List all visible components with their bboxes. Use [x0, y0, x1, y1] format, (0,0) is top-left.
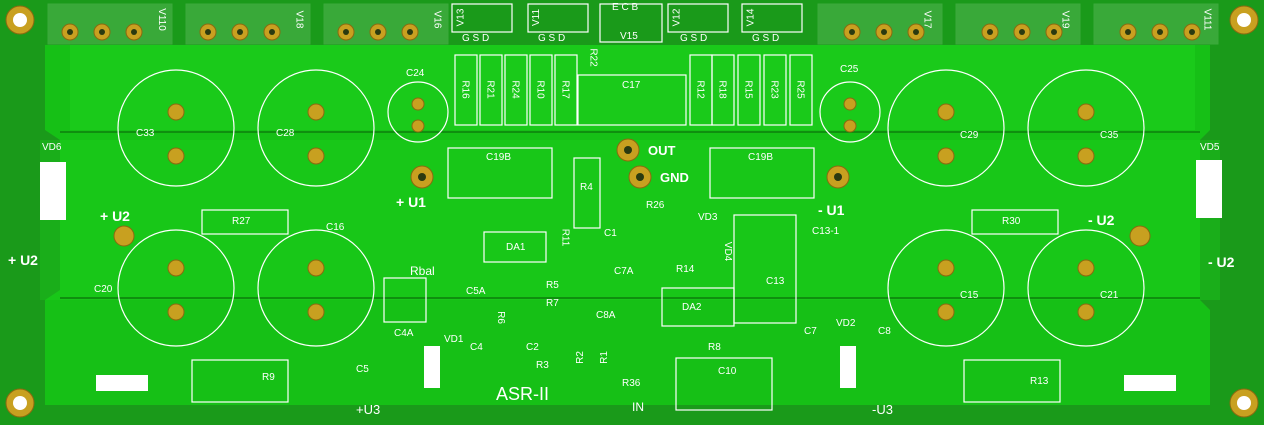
small-transistor-v11-pins: G S D [538, 33, 566, 44]
cap-c8: C8 [878, 326, 891, 337]
resistor-r21: R21 [484, 80, 496, 99]
resistor-r23: R23 [768, 80, 780, 99]
cap-c5: C5 [356, 364, 369, 375]
cap-c7a: C7A [614, 266, 634, 277]
part-da2: DA2 [682, 302, 702, 313]
mid-components [40, 147, 1222, 411]
label-minus-u2-edge: - U2 [1208, 254, 1235, 270]
label-minus-u1: - U1 [818, 202, 845, 218]
cap-c7: C7 [804, 326, 817, 337]
part-vd1: VD1 [444, 334, 464, 345]
transistor-label-v19: V19 [1059, 10, 1071, 29]
cap-c13-1: C13-1 [812, 226, 840, 237]
resistor-column [454, 54, 813, 126]
cap-c2: C2 [526, 342, 539, 353]
part-r5: R5 [546, 280, 559, 291]
cap-c21: C21 [1100, 290, 1119, 301]
large-capacitors [117, 69, 1145, 347]
label-plus-u1: + U1 [396, 194, 426, 210]
resistor-r15: R15 [742, 80, 754, 99]
transistor-label-v110: V110 [155, 8, 167, 31]
resistor-r18: R18 [716, 80, 728, 99]
part-r36: R36 [622, 378, 641, 389]
cap-c16: C16 [326, 222, 345, 233]
output-pads [113, 138, 1151, 247]
board-name: ASR-II [496, 384, 550, 404]
cap-c25: C25 [840, 64, 859, 75]
cap-c8a: C8A [596, 310, 616, 321]
resistor-r10: R10 [534, 80, 546, 99]
small-transistor-v15-pins: E C B [612, 2, 639, 13]
small-transistor-outlines [451, 3, 803, 43]
part-da1: DA1 [506, 242, 526, 253]
part-vd2: VD2 [836, 318, 856, 329]
part-r1: R1 [598, 351, 610, 364]
cap-c17: C17 [622, 80, 641, 91]
cap-c1: C1 [604, 228, 617, 239]
part-vd6: VD6 [42, 142, 62, 153]
part-vd4: VD4 [722, 241, 734, 262]
transistor-label-v17: V17 [921, 10, 933, 29]
label-plus-u2-edge: + U2 [8, 252, 38, 268]
cap-c19b-left: C19B [486, 152, 512, 163]
part-r9: R9 [262, 372, 275, 383]
small-transistor-v12-pins: G S D [680, 33, 708, 44]
small-transistor-v12: V12 [671, 8, 683, 27]
transistor-label-v16: V16 [431, 10, 443, 29]
part-r30: R30 [1002, 216, 1021, 227]
label-plus-u3: +U3 [356, 402, 381, 417]
cap-c4: C4 [470, 342, 483, 353]
cap-c24: C24 [406, 68, 425, 79]
cap-c4a: C4A [394, 328, 414, 339]
label-in: IN [632, 400, 644, 414]
label-rbal: Rbal [410, 264, 435, 278]
part-r26: R26 [646, 200, 665, 211]
cap-c35: C35 [1100, 130, 1119, 141]
part-r3: R3 [536, 360, 549, 371]
cap-c28: C28 [276, 128, 295, 139]
part-r27: R27 [232, 216, 251, 227]
resistor-r24: R24 [509, 80, 521, 99]
cap-c5a: C5A [466, 286, 486, 297]
part-r7: R7 [546, 298, 559, 309]
part-vd3: VD3 [698, 212, 718, 223]
cap-c10: C10 [718, 366, 737, 377]
part-vd5: VD5 [1200, 142, 1220, 153]
label-minus-u2-right: - U2 [1088, 212, 1115, 228]
small-transistor-v13: V13 [455, 8, 467, 27]
cap-c13: C13 [766, 276, 785, 287]
label-plus-u2-left: + U2 [100, 208, 130, 224]
small-transistor-v11: V11 [531, 8, 543, 27]
part-r6: R6 [494, 311, 506, 324]
transistor-label-v18: V18 [293, 10, 305, 29]
part-r4: R4 [580, 182, 593, 193]
part-r8: R8 [708, 342, 721, 353]
label-gnd: GND [660, 170, 689, 185]
resistor-r25: R25 [794, 80, 806, 99]
resistor-r12: R12 [694, 80, 706, 99]
resistor-r22: R22 [587, 48, 599, 67]
label-out: OUT [648, 143, 676, 158]
cap-c20: C20 [94, 284, 113, 295]
cap-c15: C15 [960, 290, 979, 301]
part-r2: R2 [574, 351, 586, 364]
small-transistor-v13-pins: G S D [462, 33, 490, 44]
part-r14: R14 [676, 264, 695, 275]
cap-c29: C29 [960, 130, 979, 141]
label-minus-u3: -U3 [872, 402, 893, 417]
mounting-holes [5, 5, 1259, 418]
small-transistor-v14: V14 [745, 8, 757, 27]
cap-c19b-right: C19B [748, 152, 774, 163]
part-r11: R11 [559, 228, 571, 247]
resistor-r16: R16 [459, 80, 471, 99]
part-r13: R13 [1030, 376, 1049, 387]
transistor-label-v111: V111 [1201, 8, 1213, 31]
small-transistor-v14-pins: G S D [752, 33, 780, 44]
cap-c33: C33 [136, 128, 155, 139]
power-transistor-pads [61, 23, 1201, 41]
small-transistor-v15: V15 [620, 31, 638, 42]
resistor-r17: R17 [559, 80, 571, 99]
